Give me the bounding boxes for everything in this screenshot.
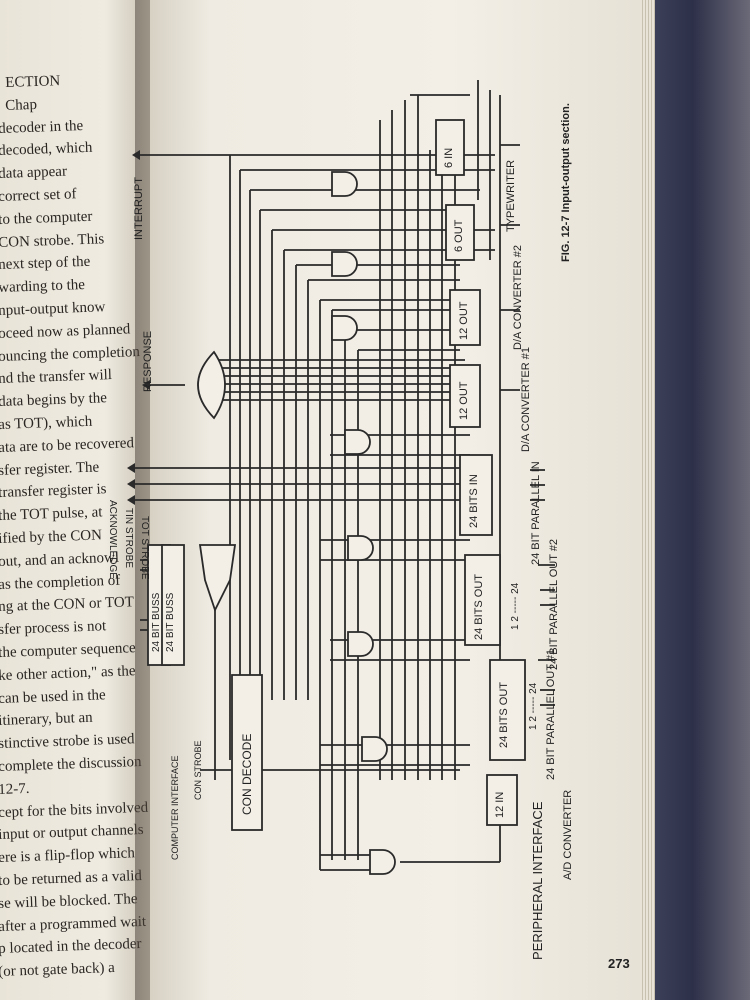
- and-gate: [369, 849, 396, 875]
- wiring: [135, 80, 555, 871]
- module-device-label: D/A CONVERTER #1: [520, 347, 532, 452]
- box-24-bits-out-1: [489, 659, 526, 761]
- box-con-decode: [231, 674, 263, 831]
- module-boxes: [147, 119, 526, 831]
- tot-strobe-label: TOT STROBE: [139, 516, 150, 580]
- and-gate: [331, 171, 358, 197]
- and-gate: [347, 631, 374, 657]
- box-6-in: [435, 119, 465, 176]
- box-12-out-1: [449, 364, 481, 428]
- and-gate: [344, 429, 371, 455]
- interrupt-label: INTERRUPT: [133, 177, 145, 240]
- and-gate: [347, 535, 374, 561]
- box-12-out-2: [449, 289, 481, 346]
- and-gate: [331, 251, 358, 277]
- module-device-label: TYPEWRITER: [505, 159, 517, 232]
- buss-label-2: 24 BIT BUSS: [165, 592, 176, 652]
- box-12-in: [486, 774, 518, 826]
- module-pins-label: 1 2 ----- 24: [510, 582, 521, 630]
- acknowledge-label: ACKNOWLEDGE: [107, 500, 118, 579]
- module-box-label: 12 IN: [494, 791, 506, 818]
- peripheral-interface-label: PERIPHERAL INTERFACE: [530, 801, 545, 960]
- module-box-label: 12 OUT: [458, 381, 470, 420]
- figure-caption: FIG. 12-7 Input-output section.: [560, 103, 572, 262]
- module-box-label: 24 BITS OUT: [498, 681, 510, 748]
- box-24-bits-out-2: [464, 554, 501, 646]
- box-24-bits-in: [459, 454, 493, 536]
- module-box-label: 6 IN: [443, 147, 455, 168]
- module-device-label: D/A CONVERTER #2: [512, 245, 524, 350]
- module-device-label: 24 BIT PARALLEL IN: [530, 461, 542, 565]
- module-box-label: 24 BITS IN: [468, 474, 480, 528]
- tin-strobe-label: TIN STROBE: [123, 508, 134, 569]
- module-pins-label: 1 2 ----- 24: [528, 682, 539, 730]
- module-box-label: 12 OUT: [458, 301, 470, 340]
- module-device-label: A/D CONVERTER: [562, 789, 574, 880]
- and-gates: [197, 171, 396, 875]
- module-device-label: 24 BIT PARALLEL OUT #2: [548, 538, 560, 670]
- book-cover: [655, 0, 750, 1000]
- computer-interface-label: COMPUTER INTERFACE: [170, 755, 180, 860]
- module-box-label: 6 OUT: [453, 219, 465, 252]
- box-6-out: [445, 204, 475, 261]
- buss-label-1: 24 BIT BUSS: [151, 592, 162, 652]
- con-decode-label: CON DECODE: [240, 733, 254, 815]
- box-buss-2: [161, 544, 185, 666]
- arrowheads: [127, 150, 150, 505]
- response-label: RESPONSE: [142, 330, 154, 392]
- buss-merge: [198, 544, 237, 613]
- and-gate: [331, 315, 358, 341]
- response-gate: [197, 350, 226, 420]
- module-box-label: 24 BITS OUT: [473, 573, 485, 640]
- and-gate: [361, 736, 388, 762]
- con-strobe-label: CON STROBE: [193, 740, 203, 800]
- page-number: 273: [608, 956, 630, 971]
